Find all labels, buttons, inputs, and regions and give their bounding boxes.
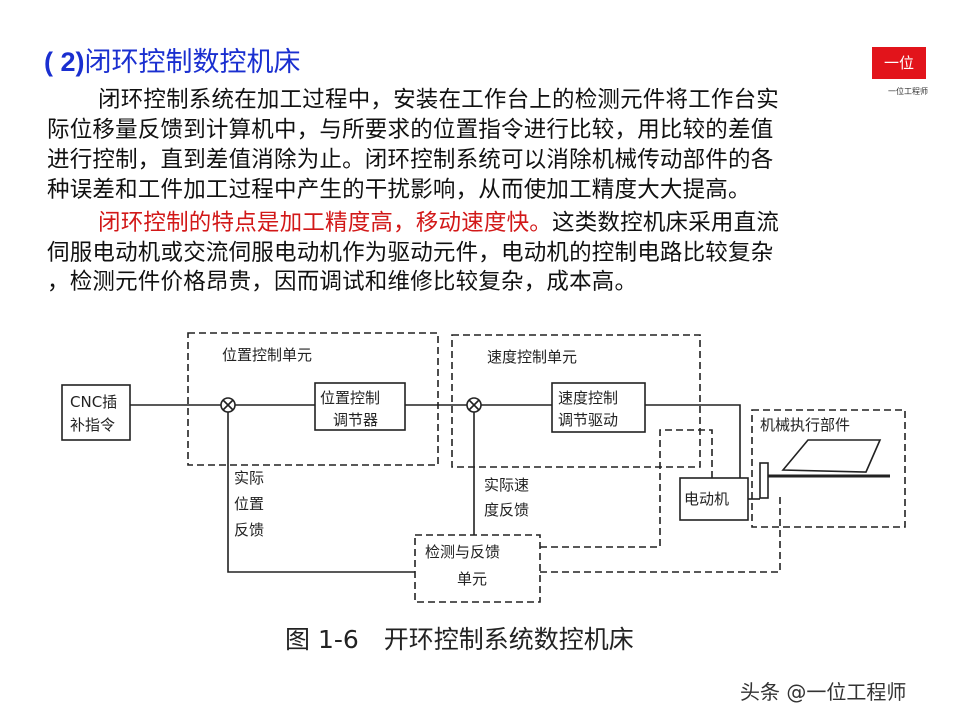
position-controller-box bbox=[314, 382, 406, 431]
mechanical-unit-box bbox=[751, 409, 906, 528]
speed-unit-box bbox=[451, 334, 701, 468]
position-controller-label: 调节器 bbox=[333, 411, 378, 429]
logo: 一位 bbox=[872, 47, 926, 79]
position-feedback-label: 实际 bbox=[234, 469, 264, 487]
speed-unit-label: 速度控制单元 bbox=[487, 348, 577, 366]
logo-subtitle: 一位工程师 bbox=[888, 87, 928, 96]
position-feedback-label: 反馈 bbox=[234, 521, 264, 539]
figure-caption: 图 1-6 开环控制系统数控机床 bbox=[285, 625, 634, 654]
speed-feedback-label: 度反馈 bbox=[484, 501, 529, 519]
detection-unit-label: 检测与反馈 bbox=[425, 543, 500, 561]
mechanical-unit-label: 机械执行部件 bbox=[760, 416, 850, 434]
paragraph1-line: 进行控制，直到差值消除为止。闭环控制系统可以消除机械传动部件的各 bbox=[47, 147, 774, 173]
paragraph1-line: 际位移量反馈到计算机中，与所要求的位置指令进行比较，用比较的差值 bbox=[47, 117, 774, 143]
speed-controller-label: 速度控制 bbox=[558, 389, 618, 407]
paragraph2-line: ，检测元件价格昂贵，因而调试和维修比较复杂，成本高。 bbox=[47, 269, 638, 295]
cnc-box bbox=[61, 384, 131, 441]
detection-unit-box bbox=[414, 534, 541, 603]
summing-junction-icon bbox=[466, 397, 482, 413]
watermark: 头条 @一位工程师 bbox=[740, 680, 907, 704]
paragraph2-line: 伺服电动机或交流伺服电动机作为驱动元件，电动机的控制电路比较复杂 bbox=[47, 240, 774, 266]
position-sense-line bbox=[540, 495, 781, 573]
cnc-label: CNC插 bbox=[70, 393, 117, 411]
speed-controller-box bbox=[551, 382, 646, 433]
machine-table-icon bbox=[748, 439, 890, 500]
paragraph2-rest: 这类数控机床采用直流 bbox=[552, 210, 780, 236]
speed-feedback-label: 实际速 bbox=[484, 476, 529, 494]
slide-title: ( 2)闭环控制数控机床 bbox=[44, 40, 301, 79]
title-text: 闭环控制数控机床 bbox=[84, 47, 301, 78]
paragraph1-line: 种误差和工件加工过程中产生的干扰影响，从而使加工精度大大提高。 bbox=[47, 177, 751, 203]
position-feedback-label: 位置 bbox=[234, 495, 264, 513]
position-feedback-line bbox=[227, 412, 415, 573]
speed-sense-line bbox=[540, 429, 713, 548]
paragraph2-line: 闭环控制的特点是加工精度高，移动速度快。这类数控机床采用直流 bbox=[98, 205, 779, 237]
position-controller-label: 位置控制 bbox=[320, 389, 380, 407]
summing-junction-icon bbox=[220, 397, 236, 413]
title-prefix: ( 2) bbox=[44, 47, 85, 77]
position-unit-label: 位置控制单元 bbox=[222, 346, 312, 364]
cnc-label: 补指令 bbox=[70, 416, 115, 434]
highlight-text: 闭环控制的特点是加工精度高，移动速度快。 bbox=[98, 210, 553, 236]
motor-label: 电动机 bbox=[684, 490, 729, 508]
paragraph1-line: 闭环控制系统在加工过程中，安装在工作台上的检测元件将工作台实 bbox=[98, 87, 780, 113]
detection-unit-label: 单元 bbox=[457, 570, 487, 588]
logo-mark: 一位 bbox=[883, 54, 914, 72]
speed-controller-label: 调节驱动 bbox=[558, 411, 618, 429]
position-unit-box bbox=[187, 332, 439, 466]
